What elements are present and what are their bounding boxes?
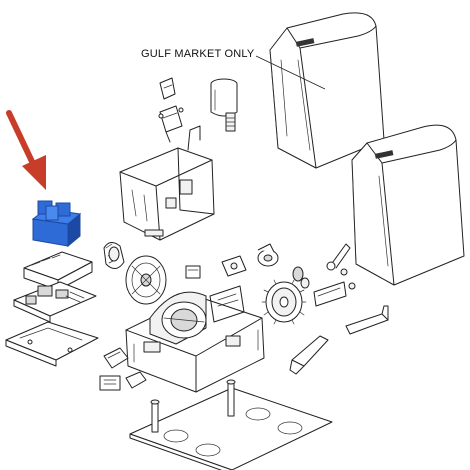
- control-board-assembly: [5, 251, 99, 367]
- highlighted-transformer-part[interactable]: [31, 200, 82, 248]
- red-pointer-arrow: [6, 110, 46, 190]
- pinion-gear-part: [103, 242, 125, 269]
- release-lever-part: [313, 243, 356, 307]
- small-fittings: [185, 243, 310, 289]
- motor-housing: [125, 285, 265, 393]
- limit-cam-brackets: [289, 305, 389, 375]
- limit-switch-part: [158, 77, 184, 143]
- callout-gulf-market-label: GULF MARKET ONLY: [141, 48, 255, 60]
- gulf-market-cover: [269, 12, 385, 169]
- foundation-plate: [129, 379, 333, 470]
- standard-cover: [351, 124, 465, 286]
- drive-disc-part: [125, 255, 167, 305]
- encoder-connector-parts: [99, 347, 147, 391]
- capacitor-part: [210, 78, 238, 132]
- worm-gear-part: [261, 279, 307, 325]
- chassis-frame: [119, 125, 215, 241]
- callout-leader: [255, 55, 326, 90]
